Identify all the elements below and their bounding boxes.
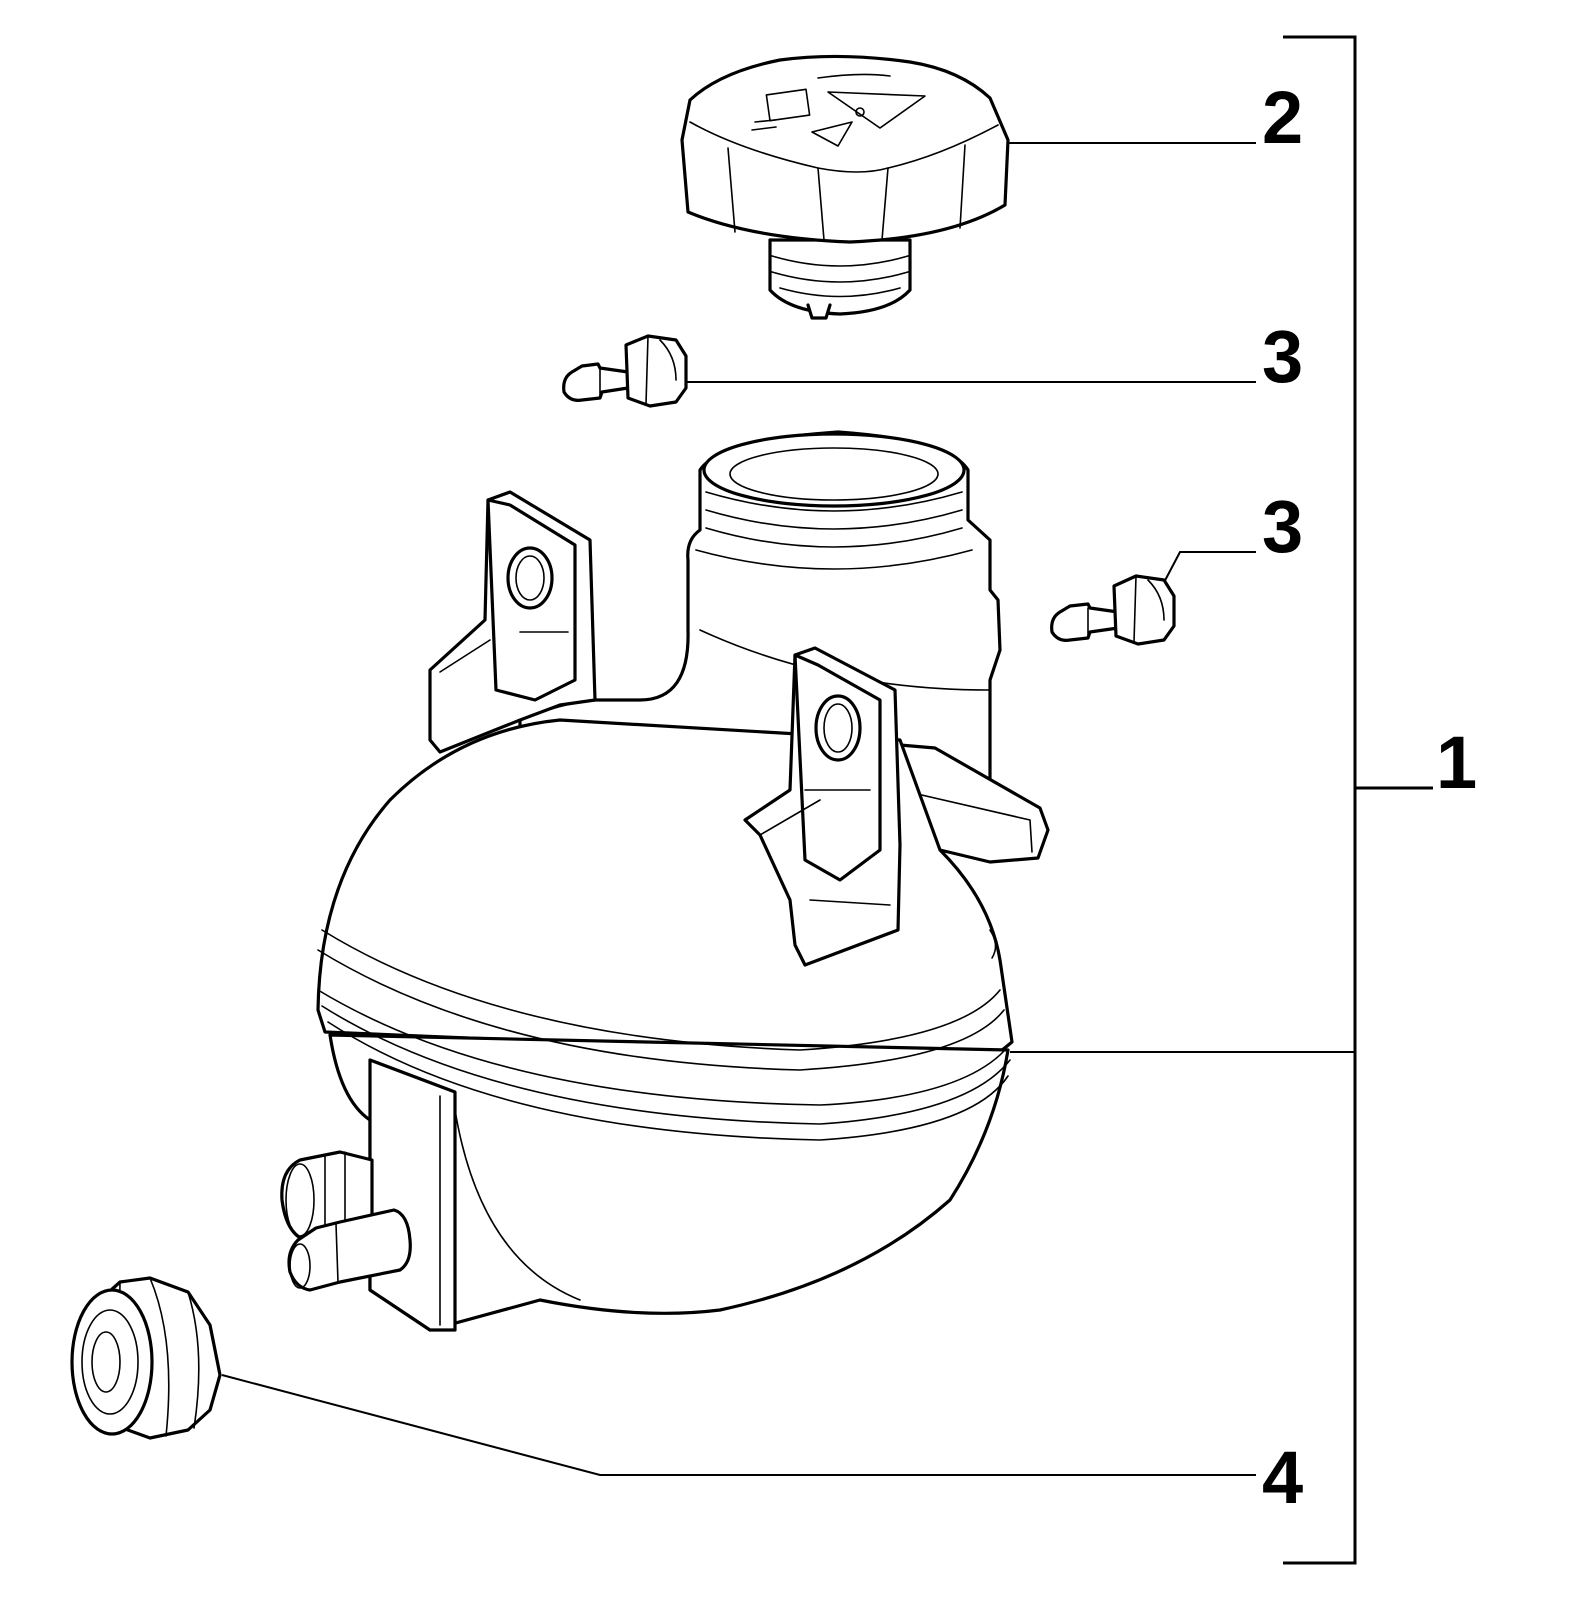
mounting-bolt-upper-icon bbox=[562, 334, 688, 408]
leader-lines bbox=[221, 142, 1355, 1476]
pressure-cap-icon bbox=[680, 54, 1010, 320]
mounting-bolt-lower-icon bbox=[1050, 574, 1176, 646]
callout-label-3-lower: 3 bbox=[1262, 485, 1303, 568]
callout-label-4: 4 bbox=[1262, 1436, 1303, 1519]
expansion-tank-icon bbox=[280, 430, 1050, 1332]
callout-label-3-upper: 3 bbox=[1262, 315, 1303, 398]
rubber-grommet-icon bbox=[70, 1276, 222, 1440]
callout-label-1: 1 bbox=[1436, 721, 1477, 804]
leader-line-grommet bbox=[221, 1374, 1256, 1476]
callout-label-2: 2 bbox=[1262, 76, 1303, 159]
assembly-bracket bbox=[1283, 35, 1433, 1565]
leader-line-bolt-lower bbox=[1159, 551, 1256, 591]
